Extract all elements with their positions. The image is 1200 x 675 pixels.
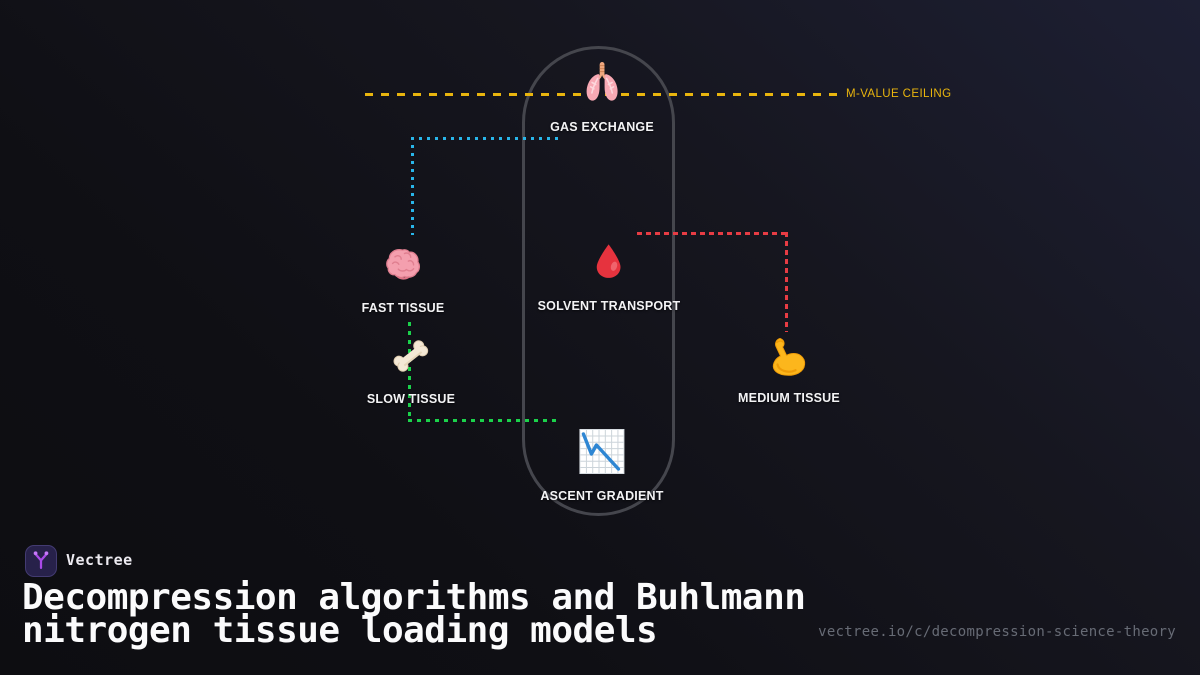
- page-title-line2: nitrogen tissue loading models: [22, 610, 658, 651]
- flexed-biceps-icon: [767, 334, 811, 383]
- node-label: GAS EXCHANGE: [550, 120, 654, 134]
- chart-decreasing-icon: [579, 428, 626, 480]
- fast-tissue-connector-horizontal: [411, 137, 563, 140]
- slow-tissue-connector-horizontal: [408, 419, 561, 422]
- slow-tissue-connector-vertical: [408, 322, 411, 421]
- blood-drop-icon: [590, 242, 628, 285]
- node-ascent-gradient: ASCENT GRADIENT: [540, 428, 663, 503]
- dive-capsule-outline: [522, 46, 675, 516]
- node-medium-tissue: MEDIUM TISSUE: [738, 334, 840, 405]
- vectree-logo: [25, 545, 57, 577]
- page-title-line1: Decompression algorithms and Buhlmann: [22, 577, 806, 618]
- node-slow-tissue: SLOW TISSUE: [367, 334, 455, 406]
- brand-name: Vectree: [66, 551, 133, 569]
- node-label: ASCENT GRADIENT: [540, 489, 664, 503]
- fast-tissue-connector-vertical: [411, 137, 414, 235]
- solvent-connector-vertical: [785, 232, 788, 332]
- page-title: Decompression algorithms and Buhlmann ni…: [22, 577, 806, 651]
- node-gas-exchange: GAS EXCHANGE: [550, 58, 654, 134]
- bone-icon: [388, 334, 434, 383]
- m-value-ceiling-line: [365, 93, 838, 96]
- node-label: FAST TISSUE: [361, 301, 445, 315]
- lungs-icon: [578, 58, 626, 111]
- brain-icon: [382, 243, 424, 288]
- page-url: vectree.io/c/decompression-science-theor…: [818, 624, 1176, 640]
- node-solvent-transport: SOLVENT TRANSPORT: [538, 242, 681, 313]
- vectree-branch-icon: [26, 544, 56, 579]
- node-fast-tissue: FAST TISSUE: [362, 243, 445, 315]
- solvent-connector-horizontal: [637, 232, 788, 235]
- node-label: SOLVENT TRANSPORT: [537, 299, 681, 313]
- m-value-ceiling-label: M-VALUE CEILING: [846, 88, 952, 100]
- node-label: MEDIUM TISSUE: [738, 391, 840, 405]
- node-label: SLOW TISSUE: [366, 392, 456, 406]
